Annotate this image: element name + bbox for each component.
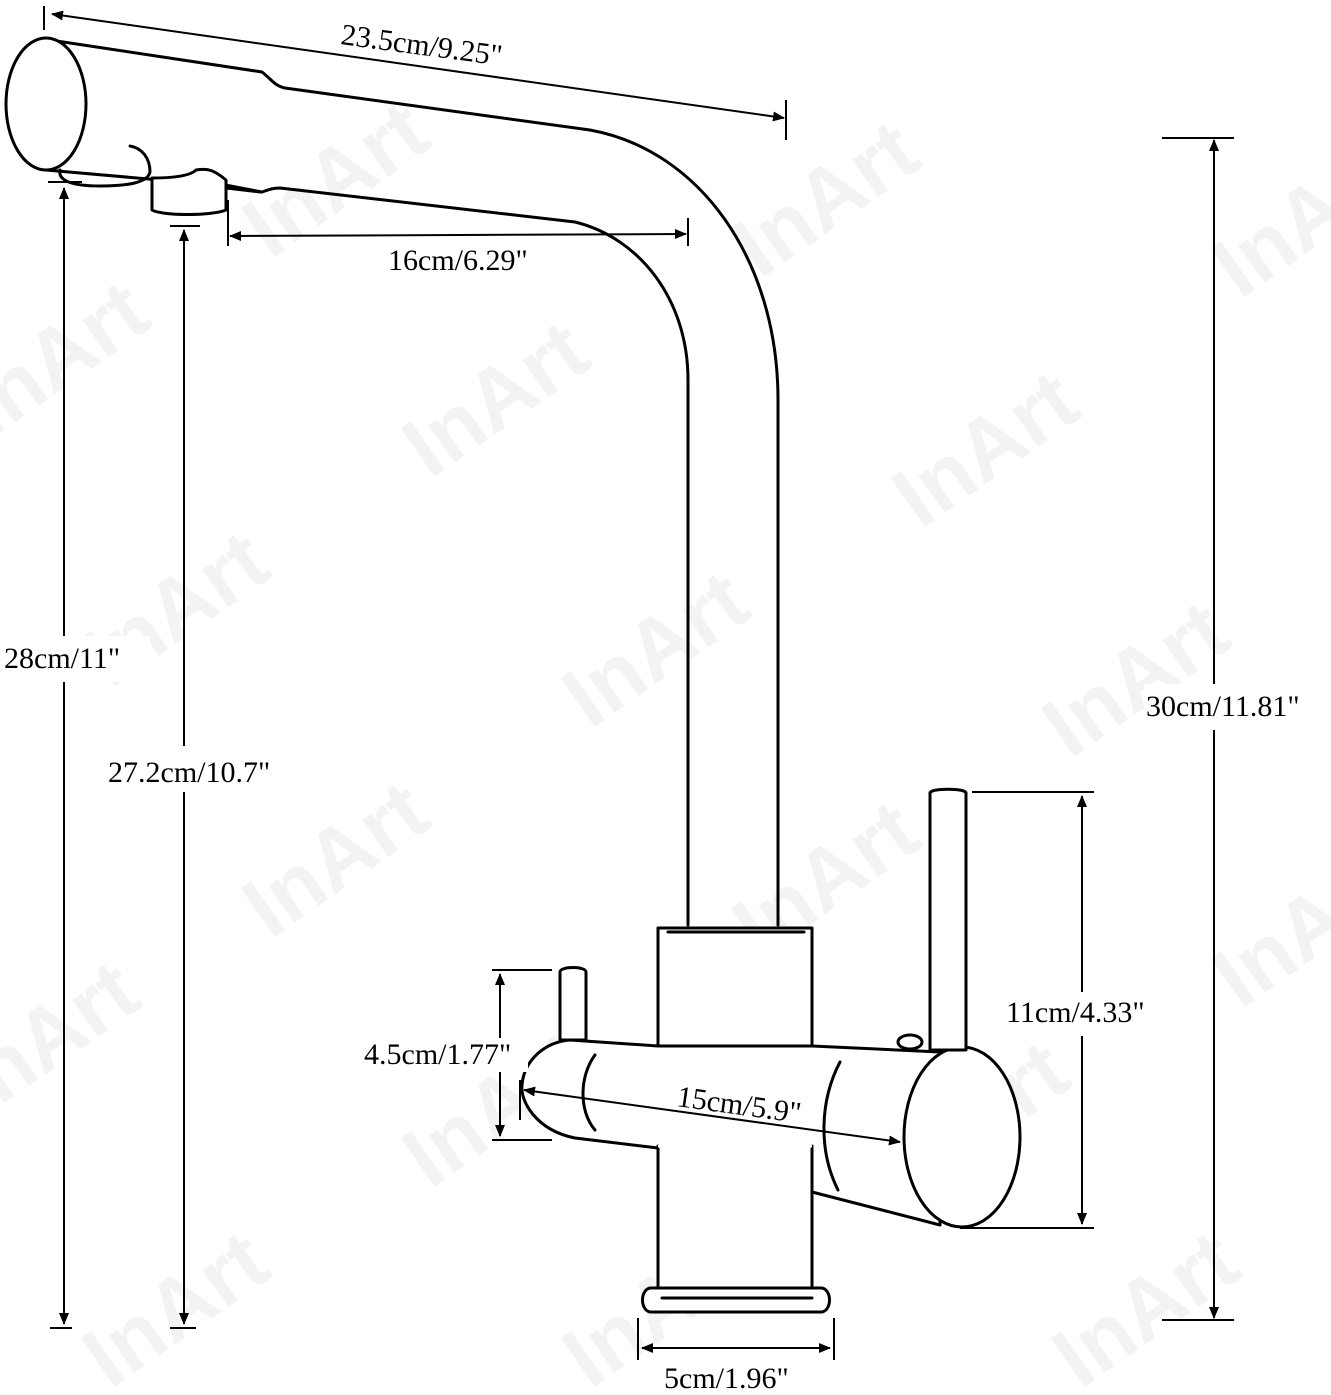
nozzle-line (224, 186, 262, 194)
spout-head (4, 36, 88, 172)
label-outlet-height: 27.2cm/10.7" (108, 756, 270, 789)
label-total-height-left: 28cm/11" (4, 642, 120, 675)
watermark: InArt (546, 552, 765, 746)
right-end-cap (902, 1045, 1022, 1229)
watermark: InArt (0, 942, 155, 1136)
watermark: InArt (1026, 582, 1245, 776)
watermark: InArt (66, 1212, 285, 1395)
label-handle-height: 11cm/4.33" (1006, 996, 1145, 1029)
body-column-bottom (656, 1144, 814, 1292)
outlet-nozzle (150, 167, 228, 216)
label-small-handle-height: 4.5cm/1.77" (364, 1038, 511, 1071)
watermark: InArt (1036, 1212, 1255, 1395)
watermark: InArt (0, 262, 165, 456)
watermark: InArt (716, 102, 935, 296)
label-total-height-right: 30cm/11.81" (1146, 690, 1300, 723)
watermark: InArt (876, 352, 1095, 546)
dim-line-body-width (523, 1086, 901, 1146)
watermark: InArt (1196, 122, 1331, 316)
label-spout-length: 23.5cm/9.25" (339, 18, 504, 72)
body-column-top (656, 926, 814, 1048)
top-knob (896, 1033, 924, 1051)
watermark: InArt (1196, 832, 1331, 1026)
small-handle-lever (558, 966, 588, 1042)
watermark: InArt (386, 302, 605, 496)
tall-handle-lever (928, 787, 968, 1052)
label-spout-reach: 16cm/6.29" (388, 244, 528, 277)
dim-line-spout-length (51, 10, 785, 122)
dim-line-spout-reach (229, 229, 687, 241)
label-base-diameter: 5cm/1.96" (664, 1362, 789, 1395)
base-flange (641, 1286, 831, 1314)
